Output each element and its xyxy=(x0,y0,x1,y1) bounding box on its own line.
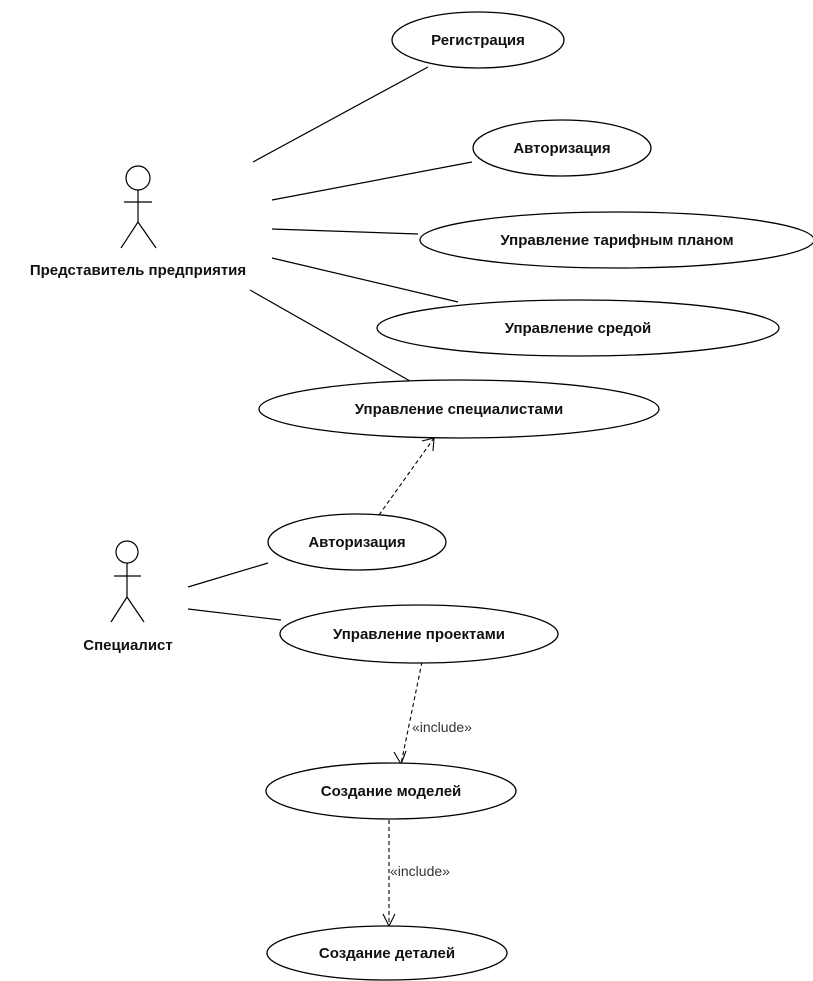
use-case-authorization-rep[interactable]: Авторизация xyxy=(472,119,652,177)
association-rep-authorization xyxy=(271,161,473,201)
include-label-1: «include» xyxy=(412,719,472,735)
use-case-label: Управление тарифным планом xyxy=(500,232,733,249)
association-rep-tariff xyxy=(271,228,419,235)
association-rep-registration xyxy=(252,66,429,163)
use-case-label: Управление специалистами xyxy=(355,401,563,418)
actor-right-leg xyxy=(126,596,145,623)
use-case-models-creation[interactable]: Создание моделей xyxy=(265,762,517,820)
use-case-label: Создание деталей xyxy=(319,945,455,962)
actor-specialist: Специалист xyxy=(83,540,173,654)
use-case-details-creation[interactable]: Создание деталей xyxy=(266,925,508,981)
use-case-tariff-management[interactable]: Управление тарифным планом xyxy=(419,211,813,269)
use-case-projects-management[interactable]: Управление проектами xyxy=(279,604,559,664)
association-spec-authorization xyxy=(187,562,269,588)
actor-head-icon xyxy=(125,165,151,191)
use-case-label: Управление проектами xyxy=(333,626,505,643)
actor-right-leg xyxy=(137,221,157,249)
actor-left-leg xyxy=(120,221,139,249)
actor-representative: Представитель предприятия xyxy=(30,165,246,279)
dependency-auth-to-specialists xyxy=(378,437,435,516)
actor-head-icon xyxy=(115,540,139,564)
use-case-registration[interactable]: Регистрация xyxy=(391,11,565,69)
use-case-authorization-spec[interactable]: Авторизация xyxy=(267,513,447,571)
use-case-label: Авторизация xyxy=(513,140,610,157)
association-spec-projects xyxy=(187,608,282,621)
association-rep-environment xyxy=(271,257,459,303)
use-case-label: Создание моделей xyxy=(321,783,462,800)
use-case-specialists-management[interactable]: Управление специалистами xyxy=(258,379,660,439)
actor-label-specialist: Специалист xyxy=(83,637,172,654)
use-case-label: Регистрация xyxy=(431,32,525,49)
actor-label-representative: Представитель предприятия xyxy=(30,262,246,279)
include-projects-to-models xyxy=(400,661,423,765)
include-label-2: «include» xyxy=(390,863,450,879)
association-rep-specialists xyxy=(249,289,411,382)
include-arrowhead-1 xyxy=(393,750,407,766)
use-case-label: Управление средой xyxy=(505,320,652,337)
actor-left-leg xyxy=(110,596,128,623)
use-case-environment-management[interactable]: Управление средой xyxy=(376,299,780,357)
use-case-label: Авторизация xyxy=(308,534,405,551)
